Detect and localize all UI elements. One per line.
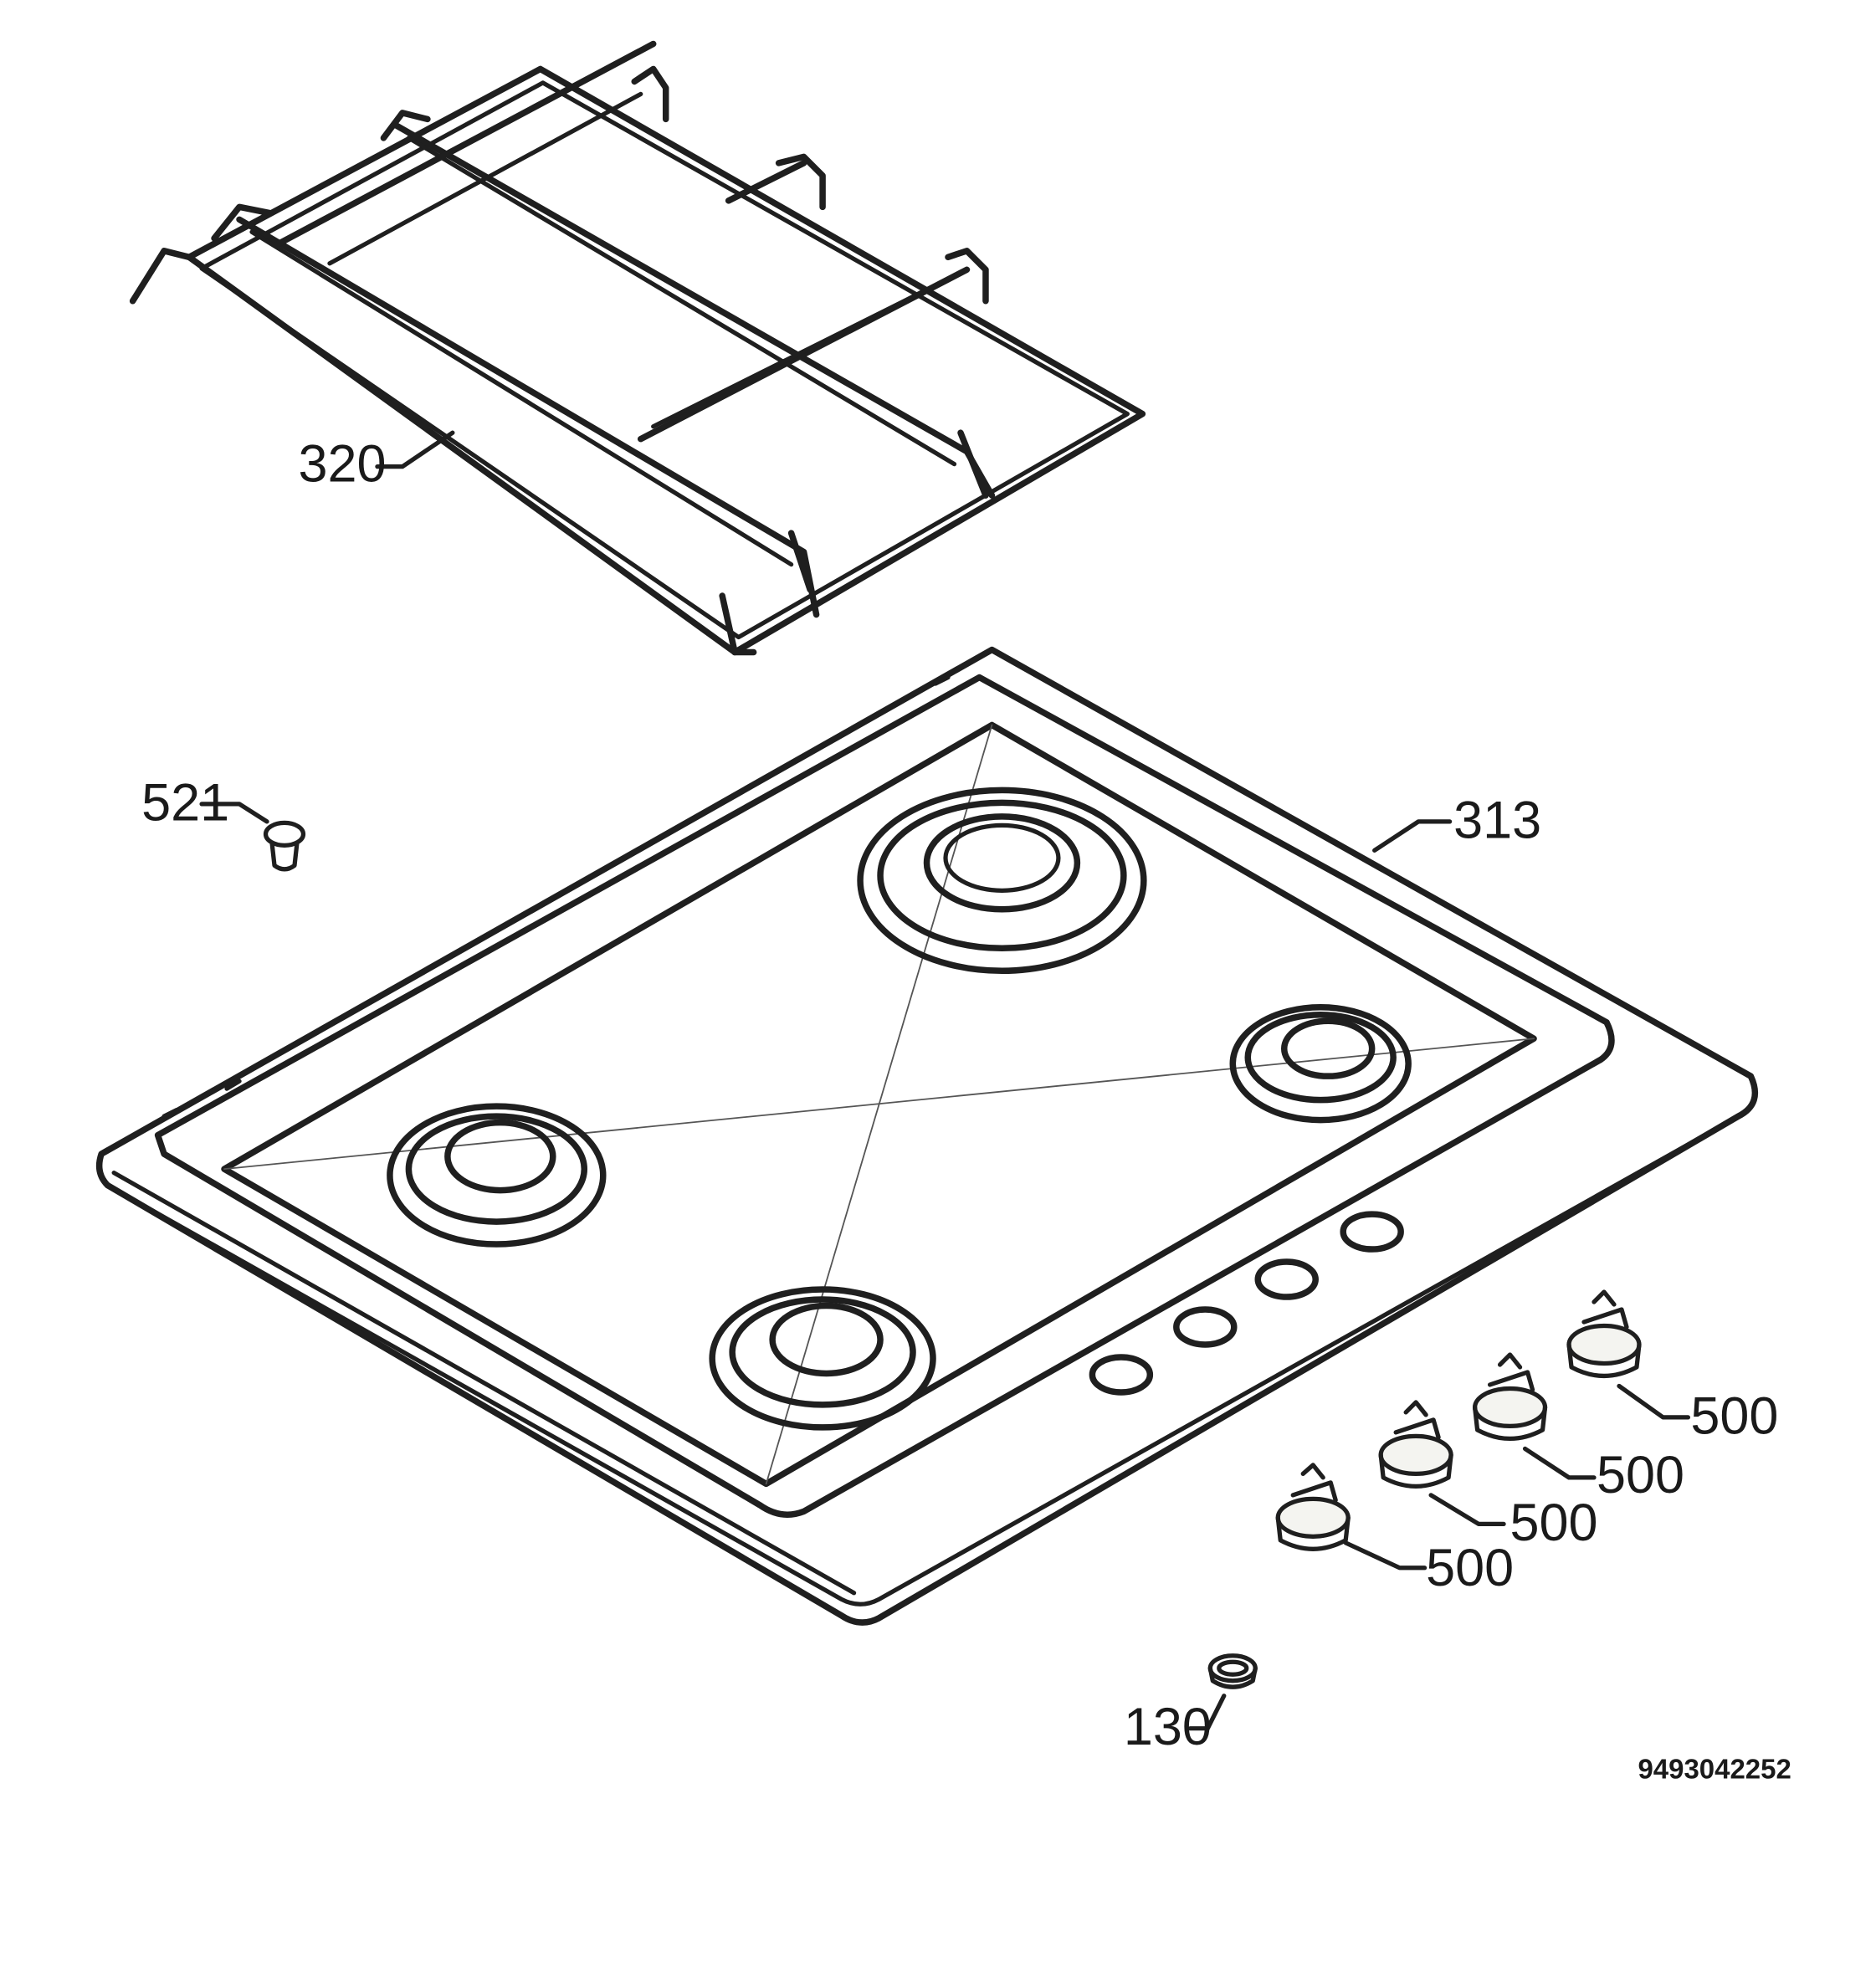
part-label-500-b: 500 [1597, 1446, 1684, 1504]
control-knob-1 [1275, 1463, 1351, 1551]
part-label-500-a: 500 [1690, 1386, 1778, 1445]
part-label-130: 130 [1124, 1698, 1212, 1756]
burner-front [709, 1286, 936, 1431]
burner-large [857, 787, 1147, 975]
part-label-500-d: 500 [1426, 1539, 1514, 1597]
screw [263, 820, 306, 872]
control-knob-4 [1566, 1289, 1642, 1379]
burner-left [387, 1103, 607, 1248]
part-label-500-c: 500 [1510, 1494, 1598, 1552]
knob-hole-4 [1340, 1211, 1404, 1253]
part-label-521: 521 [141, 773, 229, 832]
part-label-313: 313 [1453, 791, 1541, 849]
knob-hole-2 [1173, 1306, 1238, 1348]
part-label-320: 320 [298, 435, 386, 494]
pan-support-grid [129, 40, 1146, 656]
control-knob-2 [1378, 1400, 1453, 1489]
document-number: 9493042252 [1638, 1754, 1791, 1785]
leader-lines [199, 430, 1691, 1731]
seal-ring [1207, 1653, 1258, 1689]
burner-small [1229, 1003, 1412, 1124]
knob-hole-3 [1254, 1258, 1319, 1300]
control-knob-3 [1472, 1352, 1548, 1442]
knob-hole-1 [1089, 1354, 1154, 1396]
hob-top [95, 646, 1759, 1626]
